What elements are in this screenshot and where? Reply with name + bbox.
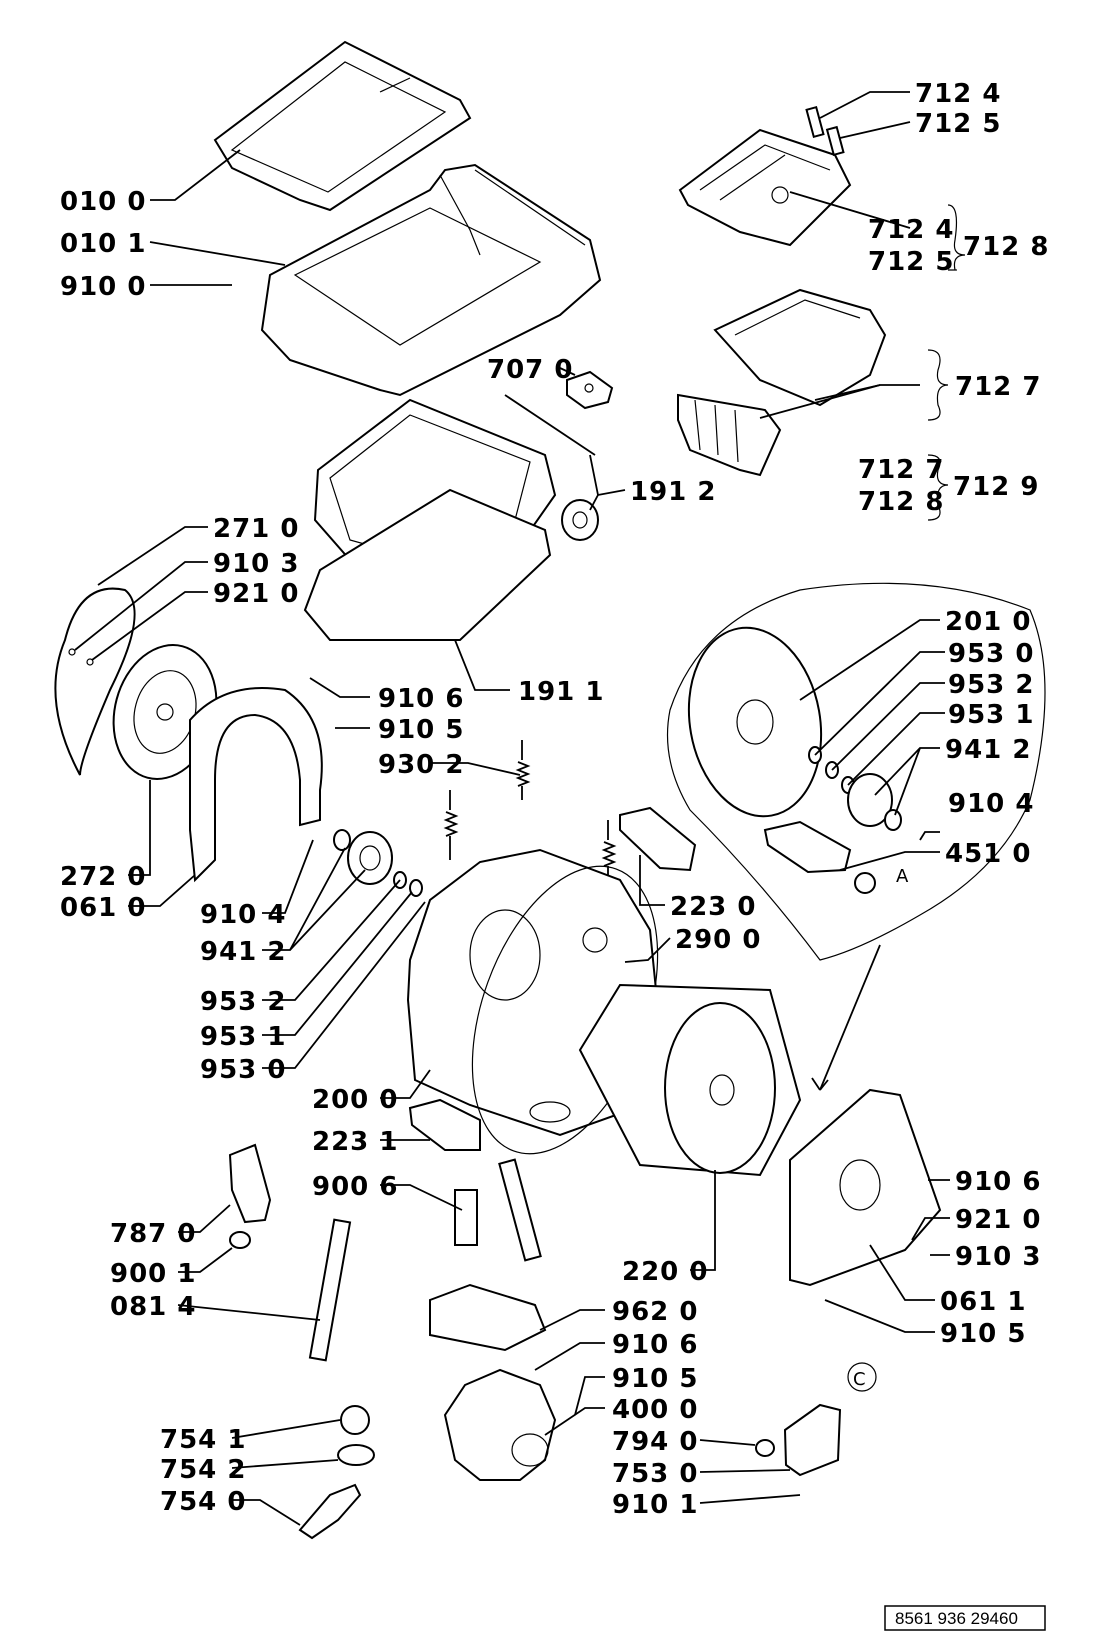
part-drum <box>578 983 802 1177</box>
label-953-2-left: 953 2 <box>200 987 286 1017</box>
label-712-8-group: 712 8 <box>963 232 1049 262</box>
label-754-0: 754 0 <box>160 1487 246 1517</box>
part-valve <box>755 1403 842 1477</box>
label-900-1: 900 1 <box>110 1259 196 1289</box>
label-941-2-left: 941 2 <box>200 937 286 967</box>
part-hose <box>228 1143 272 1249</box>
label-910-5-bottom: 910 5 <box>612 1364 698 1394</box>
label-910-6-left: 910 6 <box>378 684 464 714</box>
label-191-2: 191 2 <box>630 477 716 507</box>
label-712-9-group: 712 9 <box>953 472 1039 502</box>
part-shock-absorbers <box>308 1158 542 1362</box>
label-953-1-right: 953 1 <box>948 700 1034 730</box>
label-921-0-right: 921 0 <box>955 1205 1041 1235</box>
label-794-0: 794 0 <box>612 1427 698 1457</box>
part-lid-lock <box>566 370 614 410</box>
part-door <box>303 488 552 641</box>
part-base-plate <box>429 1283 547 1352</box>
label-201-0: 201 0 <box>945 607 1031 637</box>
marker-c-circle <box>847 1362 877 1392</box>
label-712-5-top: 712 5 <box>915 109 1001 139</box>
label-753-0: 753 0 <box>612 1459 698 1489</box>
label-712-5: 712 5 <box>868 247 954 277</box>
part-drain-parts <box>298 1405 375 1540</box>
part-dispenser-drawer <box>677 288 887 477</box>
label-290-0: 290 0 <box>675 925 761 955</box>
part-top-frame <box>260 163 602 397</box>
label-900-6: 900 6 <box>312 1172 398 1202</box>
label-451-0: 451 0 <box>945 839 1031 869</box>
label-712-4-top: 712 4 <box>915 79 1001 109</box>
label-910-6-bottom: 910 6 <box>612 1330 698 1360</box>
label-712-4: 712 4 <box>868 215 954 245</box>
part-pump-motor <box>443 1368 557 1481</box>
leader-lines <box>74 91 966 1526</box>
label-941-2-right: 941 2 <box>945 735 1031 765</box>
label-962-0: 962 0 <box>612 1297 698 1327</box>
part-top-tray <box>213 40 472 212</box>
label-787-0: 787 0 <box>110 1219 196 1249</box>
label-910-3-right: 910 3 <box>955 1242 1041 1272</box>
label-712-7-group: 712 7 <box>955 372 1041 402</box>
label-712-8: 712 8 <box>858 487 944 517</box>
part-labels: 010 0 010 1 910 0 712 4 712 5 712 4 712 … <box>60 79 1049 1520</box>
label-910-4-right: 910 4 <box>948 789 1034 819</box>
part-counterweight-top <box>619 806 697 872</box>
label-400-0: 400 0 <box>612 1395 698 1425</box>
label-910-5-right: 910 5 <box>940 1319 1026 1349</box>
label-220-0: 220 0 <box>622 1257 708 1287</box>
label-930-2: 930 2 <box>378 750 464 780</box>
marker-a: A <box>896 866 909 887</box>
part-belt <box>54 587 136 776</box>
label-712-7: 712 7 <box>858 455 944 485</box>
label-191-1: 191 1 <box>518 677 604 707</box>
label-910-5-left: 910 5 <box>378 715 464 745</box>
label-010-0: 010 0 <box>60 187 146 217</box>
label-910-3-left: 910 3 <box>213 549 299 579</box>
label-910-4-left: 910 4 <box>200 900 286 930</box>
label-953-2-right: 953 2 <box>948 670 1034 700</box>
part-dispenser-top <box>678 105 852 247</box>
label-061-1: 061 1 <box>940 1287 1026 1317</box>
marker-c: C <box>853 1369 867 1390</box>
label-921-0-left: 921 0 <box>213 579 299 609</box>
label-910-1: 910 1 <box>612 1490 698 1520</box>
label-910-6-right: 910 6 <box>955 1167 1041 1197</box>
drawing-code: 8561 936 29460 <box>895 1609 1018 1628</box>
label-754-2: 754 2 <box>160 1455 246 1485</box>
part-bearing-housing-left <box>333 829 423 897</box>
label-953-1-left: 953 1 <box>200 1022 286 1052</box>
label-081-4: 081 4 <box>110 1292 196 1322</box>
label-061-0: 061 0 <box>60 893 146 923</box>
label-223-1: 223 1 <box>312 1127 398 1157</box>
label-271-0: 271 0 <box>213 514 299 544</box>
part-left-bracket <box>189 687 323 883</box>
label-707-0: 707 0 <box>487 355 573 385</box>
part-right-bracket <box>789 1088 942 1287</box>
label-272-0: 272 0 <box>60 862 146 892</box>
label-953-0-right: 953 0 <box>948 639 1034 669</box>
label-953-0-left: 953 0 <box>200 1055 286 1085</box>
part-detail-callout <box>666 582 1046 961</box>
label-754-1: 754 1 <box>160 1425 246 1455</box>
drawing-code-box: 8561 936 29460 <box>884 1605 1046 1631</box>
label-910-0: 910 0 <box>60 272 146 302</box>
label-010-1: 010 1 <box>60 229 146 259</box>
label-200-0: 200 0 <box>312 1085 398 1115</box>
label-223-0: 223 0 <box>670 892 756 922</box>
part-counterweight-bottom <box>408 1098 481 1151</box>
